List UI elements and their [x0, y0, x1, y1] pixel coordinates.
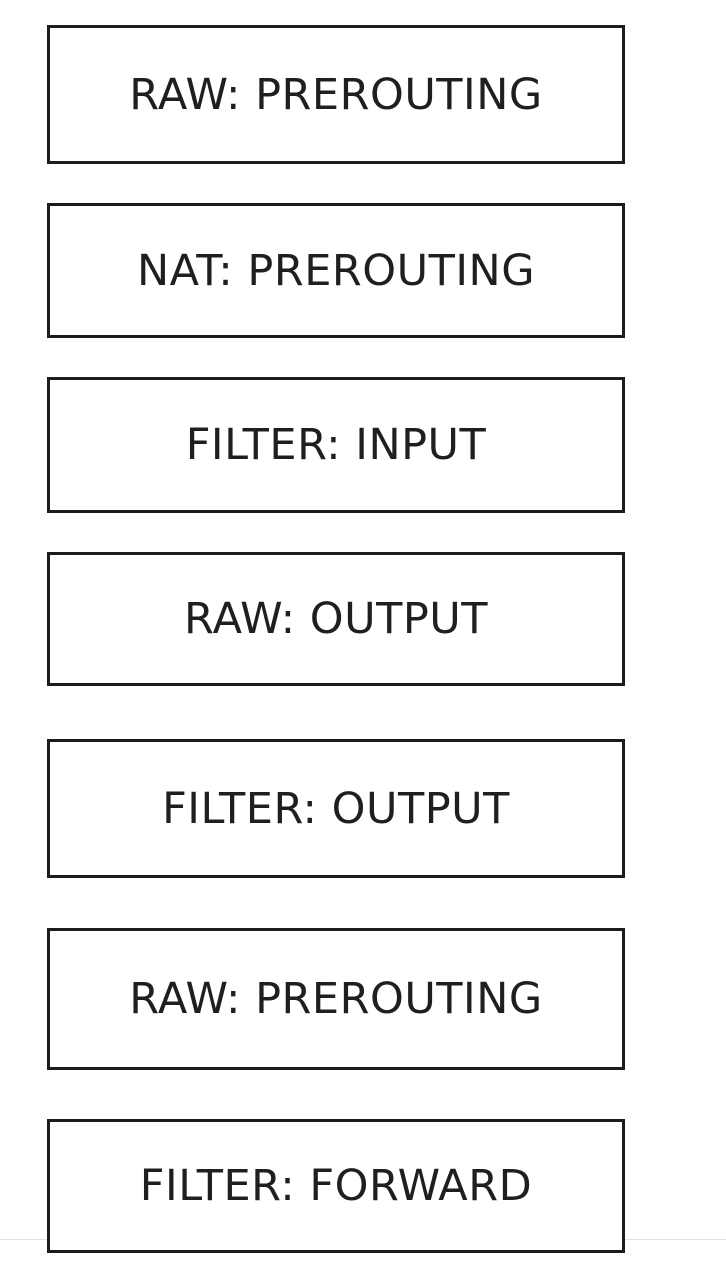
node-label: RAW: OUTPUT — [183, 594, 489, 644]
node-label: FILTER: INPUT — [185, 420, 487, 470]
node-label: RAW: PREROUTING — [129, 974, 543, 1024]
node-label: FILTER: OUTPUT — [162, 783, 510, 834]
node-filter-forward: FILTER: FORWARD — [47, 1119, 625, 1253]
node-label: FILTER: FORWARD — [139, 1161, 533, 1211]
node-filter-input: FILTER: INPUT — [47, 377, 625, 513]
node-label: NAT: PREROUTING — [136, 245, 536, 296]
node-raw-prerouting-2: RAW: PREROUTING — [47, 928, 625, 1070]
node-filter-output: FILTER: OUTPUT — [47, 739, 625, 878]
node-raw-output: RAW: OUTPUT — [47, 552, 625, 686]
node-label: RAW: PREROUTING — [129, 69, 543, 120]
node-raw-prerouting-1: RAW: PREROUTING — [47, 25, 625, 164]
node-nat-prerouting: NAT: PREROUTING — [47, 203, 625, 338]
